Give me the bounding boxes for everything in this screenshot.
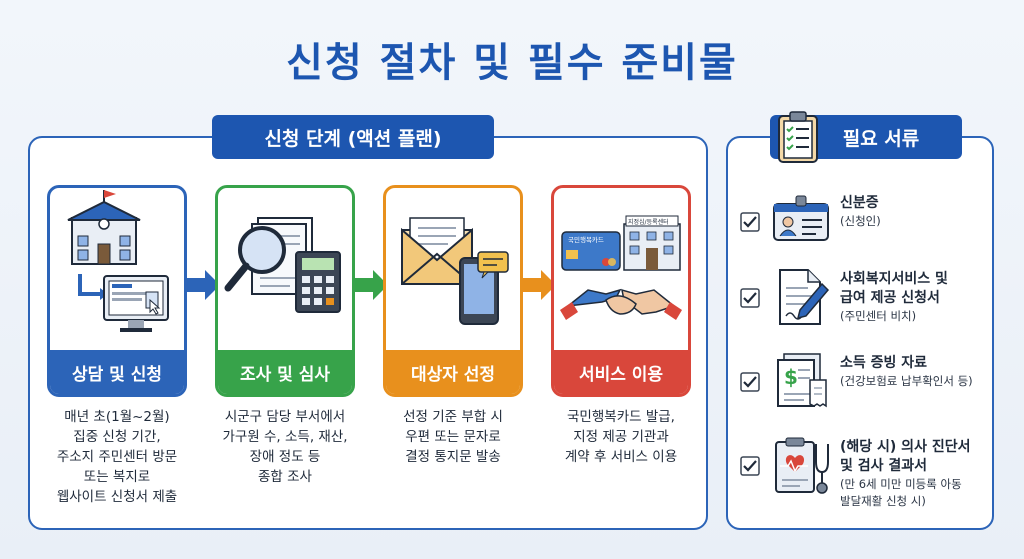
desc-line: 시군구 담당 부서에서 bbox=[224, 409, 346, 425]
center-sign-text: 지정심/등록센터 bbox=[628, 218, 669, 226]
page-title: 신청 절차 및 필수 준비물 bbox=[286, 40, 738, 86]
clipboard-icon bbox=[778, 111, 818, 163]
step-description: 선정 기준 부합 시 우편 또는 문자로 결정 통지문 발송 bbox=[373, 407, 533, 467]
arrow-right-icon bbox=[355, 270, 388, 300]
doc-note: (만 6세 미만 미등록 아동 bbox=[840, 477, 962, 491]
step-service-use: 국민행복카드 지정심/등록센터 서비스 이용 bbox=[551, 185, 691, 397]
doc-item-application-form: 사회복지서비스 및 급여 제공 신청서 (주민센터 비치) bbox=[740, 262, 990, 342]
mail-phone-icon bbox=[401, 217, 509, 325]
arrow-right-icon bbox=[523, 270, 556, 300]
medical-clipboard-icon bbox=[775, 437, 829, 494]
doc-title: 사회복지서비스 및 bbox=[840, 271, 948, 287]
doc-item-income-proof: $ 소득 증빙 자료 (건강보험료 납부확인서 등) bbox=[740, 346, 990, 426]
desc-line: 국민행복카드 발급, bbox=[567, 409, 675, 425]
desc-line: 집중 신청 기간, bbox=[73, 429, 161, 445]
checkbox-checked-icon bbox=[740, 288, 760, 308]
school-computer-icon bbox=[67, 190, 169, 332]
svg-text:$: $ bbox=[784, 365, 798, 389]
step-label: 대상자 선정 bbox=[386, 350, 520, 394]
desc-line: 매년 초(1월~2월) bbox=[64, 409, 170, 425]
docs-panel bbox=[726, 136, 994, 530]
doc-item-id-card: 신분증 (신청인) bbox=[740, 186, 990, 266]
form-pen-icon bbox=[779, 269, 830, 325]
doc-title: 소득 증빙 자료 bbox=[840, 355, 928, 371]
step-label: 상담 및 신청 bbox=[50, 350, 184, 394]
doc-note: (신청인) bbox=[840, 214, 881, 228]
doc-title: 급여 제공 신청서 bbox=[840, 290, 940, 306]
checkbox-checked-icon bbox=[740, 456, 760, 476]
step-description: 시군구 담당 부서에서 가구원 수, 소득, 재산, 장애 정도 등 종합 조사 bbox=[205, 407, 365, 487]
desc-line: 장애 정도 등 bbox=[249, 449, 321, 465]
doc-note: (주민센터 비치) bbox=[840, 309, 917, 323]
doc-item-medical-report: (해당 시) 의사 진단서 및 검사 결과서 (만 6세 미만 미등록 아동 발… bbox=[740, 430, 990, 510]
doc-note: (건강보험료 납부확인서 등) bbox=[840, 374, 973, 388]
desc-line: 주소지 주민센터 방문 bbox=[56, 449, 178, 465]
desc-line: 우편 또는 문자로 bbox=[405, 429, 501, 445]
steps-panel-tab: 신청 단계 (액션 플랜) bbox=[212, 115, 494, 159]
step-label: 조사 및 심사 bbox=[218, 350, 352, 394]
desc-line: 또는 복지로 bbox=[83, 469, 151, 485]
card-text: 국민행복카드 bbox=[568, 235, 604, 244]
docs-panel-tab-label: 필요 서류 bbox=[842, 127, 920, 150]
desc-line: 가구원 수, 소득, 재산, bbox=[222, 429, 348, 445]
step-label: 서비스 이용 bbox=[554, 350, 688, 394]
step-review: 조사 및 심사 bbox=[215, 185, 355, 397]
desc-line: 선정 기준 부합 시 bbox=[403, 409, 503, 425]
desc-line: 지정 제공 기관과 bbox=[573, 429, 669, 445]
id-card-icon bbox=[773, 195, 829, 241]
step-consult-apply: 상담 및 신청 bbox=[47, 185, 187, 397]
step-description: 국민행복카드 발급, 지정 제공 기관과 계약 후 서비스 이용 bbox=[541, 407, 701, 467]
magnifier-calculator-icon bbox=[224, 217, 341, 313]
checkbox-checked-icon bbox=[740, 212, 760, 232]
doc-title: 및 검사 결과서 bbox=[840, 458, 928, 474]
desc-line: 웹사이트 신청서 제출 bbox=[56, 489, 178, 505]
doc-title: (해당 시) 의사 진단서 bbox=[840, 439, 971, 455]
desc-line: 계약 후 서비스 이용 bbox=[564, 449, 678, 465]
doc-note: 발달재활 신청 시) bbox=[840, 494, 926, 508]
step-selection: 대상자 선정 bbox=[383, 185, 523, 397]
checkbox-checked-icon bbox=[740, 372, 760, 392]
desc-line: 결정 통지문 발송 bbox=[405, 449, 501, 465]
arrow-right-icon bbox=[187, 270, 220, 300]
card-handshake-icon: 국민행복카드 지정심/등록센터 bbox=[560, 215, 682, 320]
doc-title: 신분증 bbox=[840, 195, 879, 211]
desc-line: 종합 조사 bbox=[258, 469, 312, 485]
income-document-icon: $ bbox=[777, 353, 827, 408]
step-description: 매년 초(1월~2월) 집중 신청 기간, 주소지 주민센터 방문 또는 복지로… bbox=[37, 407, 197, 507]
